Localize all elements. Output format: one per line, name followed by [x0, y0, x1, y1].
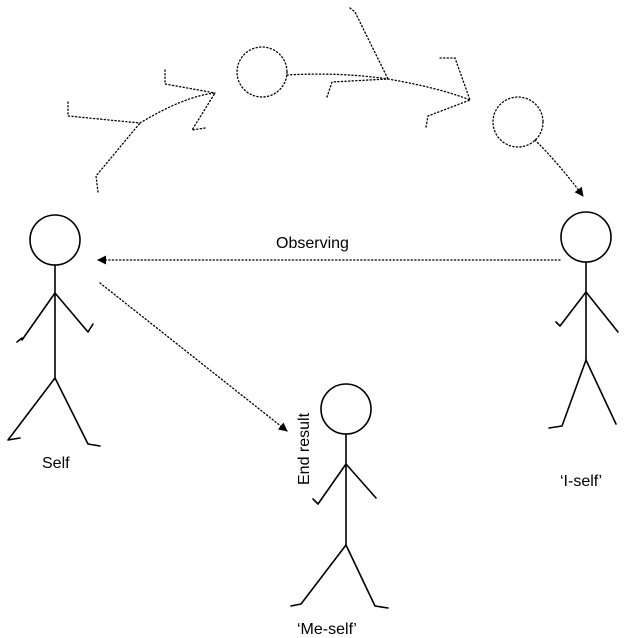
- self-legs: [7, 377, 101, 447]
- me-self-figure: [290, 383, 389, 609]
- me-self-head: [320, 383, 372, 435]
- self-head: [29, 214, 81, 266]
- tumble-fig1-leg-b: [95, 122, 141, 193]
- tumble-fig1-arm-a: [164, 69, 216, 94]
- me-self-label: ‘Me-self’: [297, 621, 357, 638]
- i-self-label: ‘I-self’: [560, 473, 602, 490]
- tumble-fig2-leg-a: [349, 7, 389, 80]
- tumble-fig3-arm-b: [425, 99, 471, 128]
- tumble-fig3-arm-a: [439, 57, 471, 101]
- end-result-arrow: [99, 282, 288, 432]
- tumble-fig2-leg-b: [326, 78, 389, 98]
- self-figure: [7, 214, 101, 447]
- arc-segment-3: [387, 78, 471, 101]
- tumble-fig1-arm-b: [190, 92, 216, 131]
- end-result-label: End result: [296, 412, 313, 485]
- i-self-figure: [548, 211, 619, 429]
- arc-segment-1: [139, 92, 216, 124]
- self-left-hand: [16, 337, 23, 343]
- tumble-fig1-leg-a: [67, 101, 141, 124]
- arc-segment-2: [286, 73, 389, 80]
- tumble-fig2-head: [236, 46, 288, 98]
- me-self-legs: [290, 544, 389, 609]
- me-self-arms: [312, 463, 377, 505]
- self-arms: [21, 292, 94, 341]
- i-self-arms: [555, 291, 619, 333]
- self-label: Self: [42, 455, 70, 472]
- i-self-head: [560, 211, 612, 263]
- observing-label: Observing: [276, 235, 349, 252]
- arc-final-arrow: [534, 139, 584, 197]
- i-self-legs: [548, 359, 617, 429]
- transition-arc: [67, 7, 584, 197]
- tumble-fig3-head: [492, 96, 544, 148]
